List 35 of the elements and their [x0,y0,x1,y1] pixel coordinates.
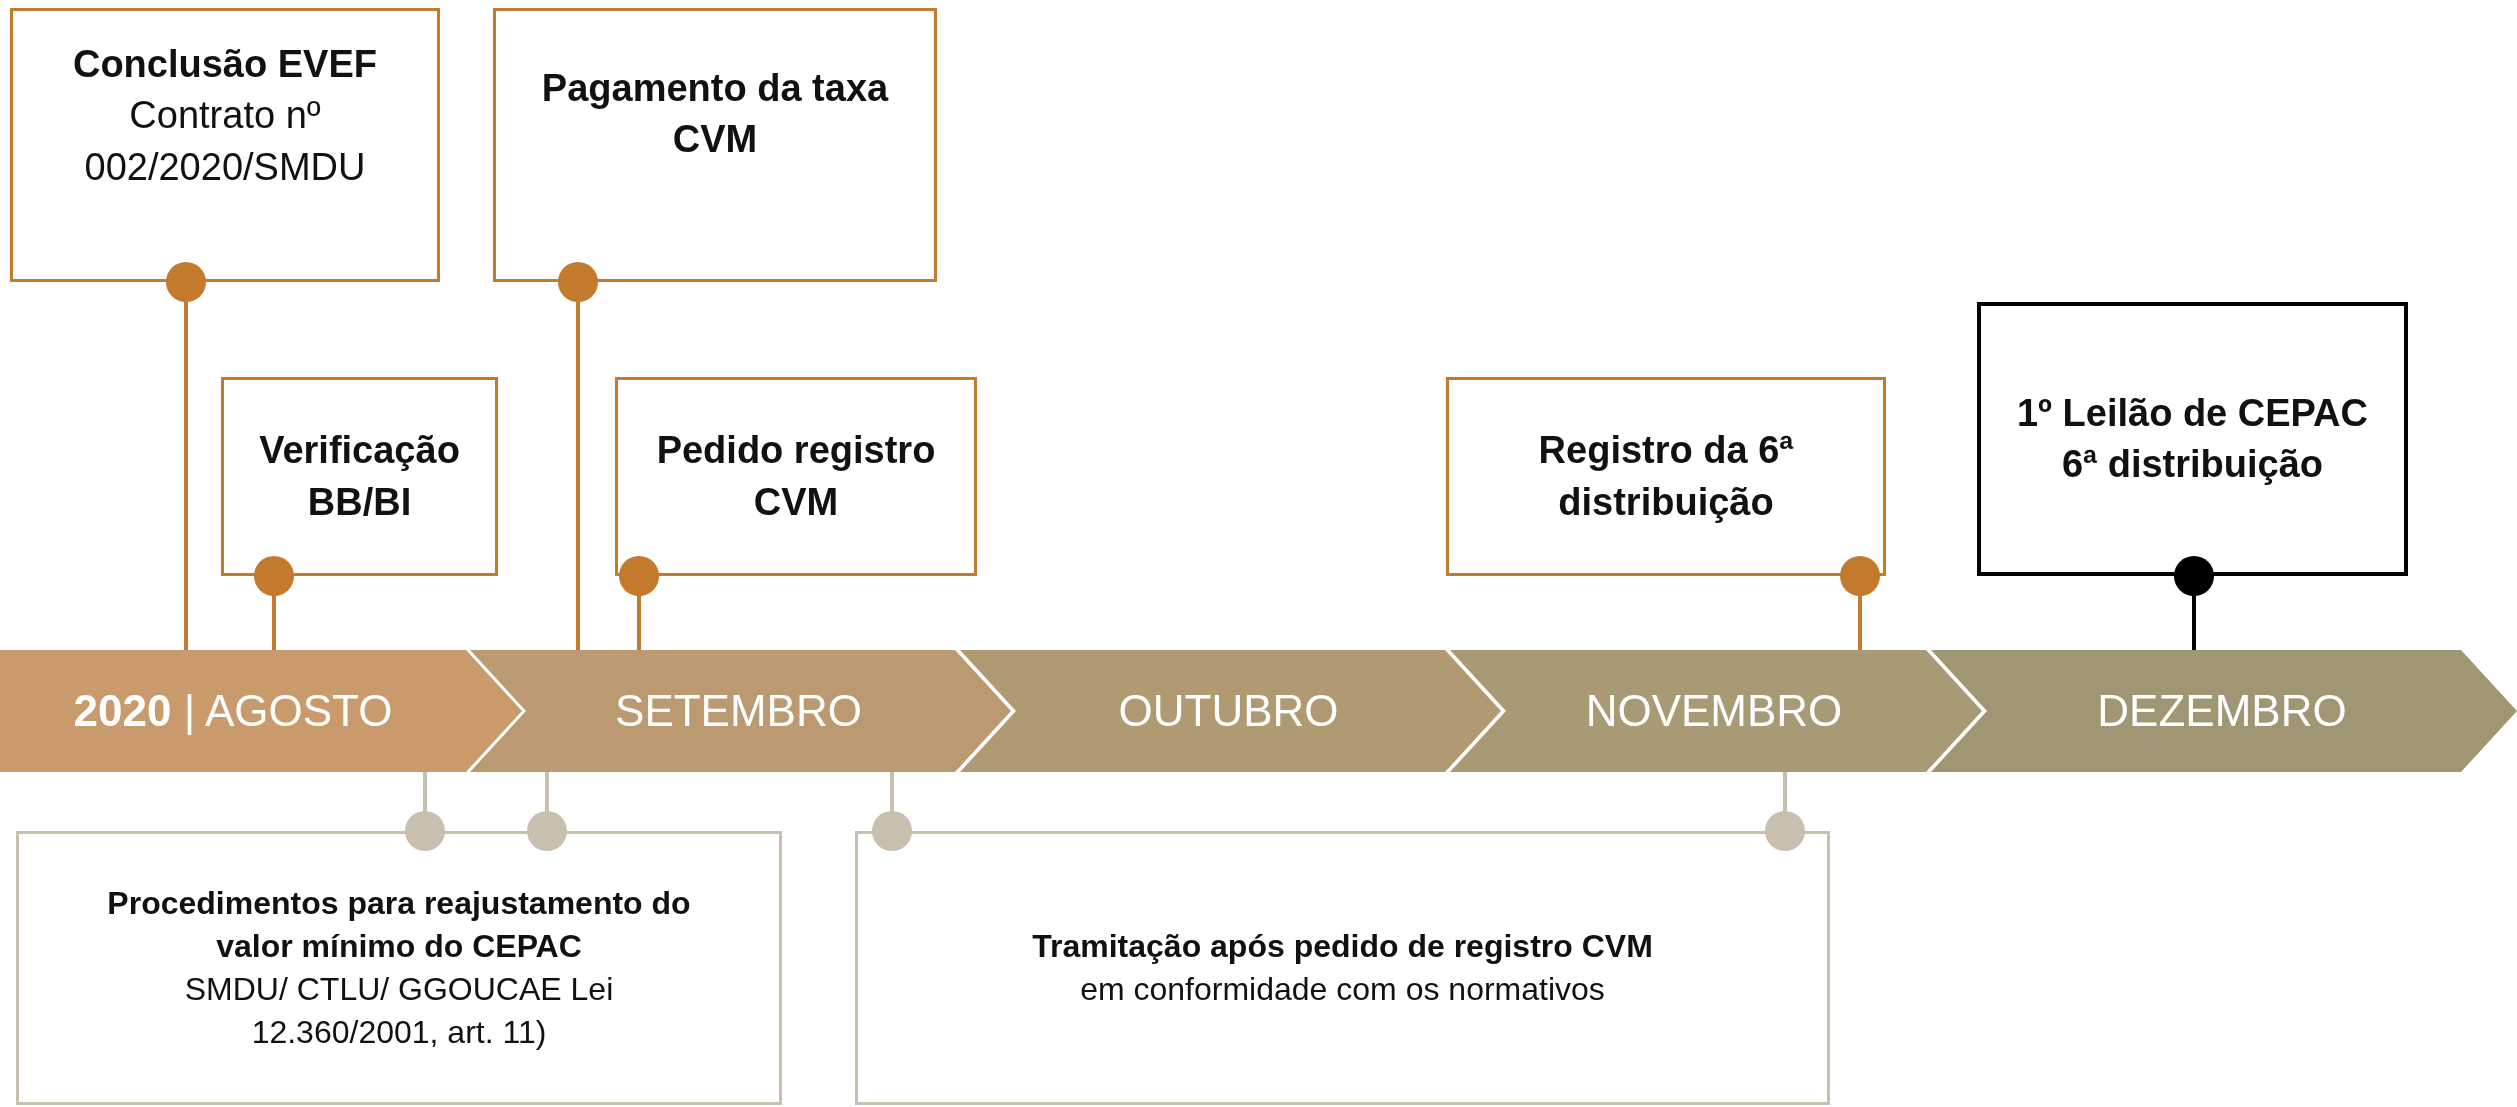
milestone-box [1977,302,2408,576]
milestone-box [493,8,937,282]
leader-line [1765,772,1805,851]
leader-line [872,772,912,851]
month-label: 2020 | AGOSTO [73,686,393,736]
process-box [16,831,782,1105]
box-title: Pagamento da taxa CVM [540,66,890,163]
box-detail: em conformidade com os normativos [1080,970,1605,1009]
box-title: Pedido registro CVM [655,428,937,525]
box-title: Procedimentos para reajustamento do valor mínimo do CEPAC [106,883,692,966]
milestone-box [615,377,977,576]
milestone-box [221,377,498,576]
box-title: Conclusão EVEF [72,42,378,87]
month-label: NOVEMBRO [1585,686,1843,736]
box-title: Verificação BB/BI [258,428,461,525]
leader-line [2174,556,2214,650]
box-detail: SMDU/ CTLU/ GGOUCAE Lei 12.360/2001, art. 11) [183,970,615,1053]
box-title: 1º Leilão de CEPAC 6ª distribuição [2015,390,2369,487]
box-title: Registro da 6ª distribuição [1537,428,1795,525]
month-band [0,650,522,772]
milestone-box [10,8,440,282]
box-title: Tramitação após pedido de registro CVM [1032,926,1653,966]
process-box [855,831,1830,1105]
leader-line [527,772,567,851]
month-label: DEZEMBRO [2097,686,2347,736]
leader-line [166,262,206,650]
month-label: SETEMBRO [615,686,862,736]
leader-line [405,772,445,851]
leader-line [619,556,659,650]
leader-line [558,262,598,650]
milestone-box [1446,377,1886,576]
box-detail: Contrato nº 002/2020/SMDU [83,93,367,190]
leader-line [1840,556,1880,650]
month-label: OUTUBRO [1118,686,1339,736]
leader-line [254,556,294,650]
